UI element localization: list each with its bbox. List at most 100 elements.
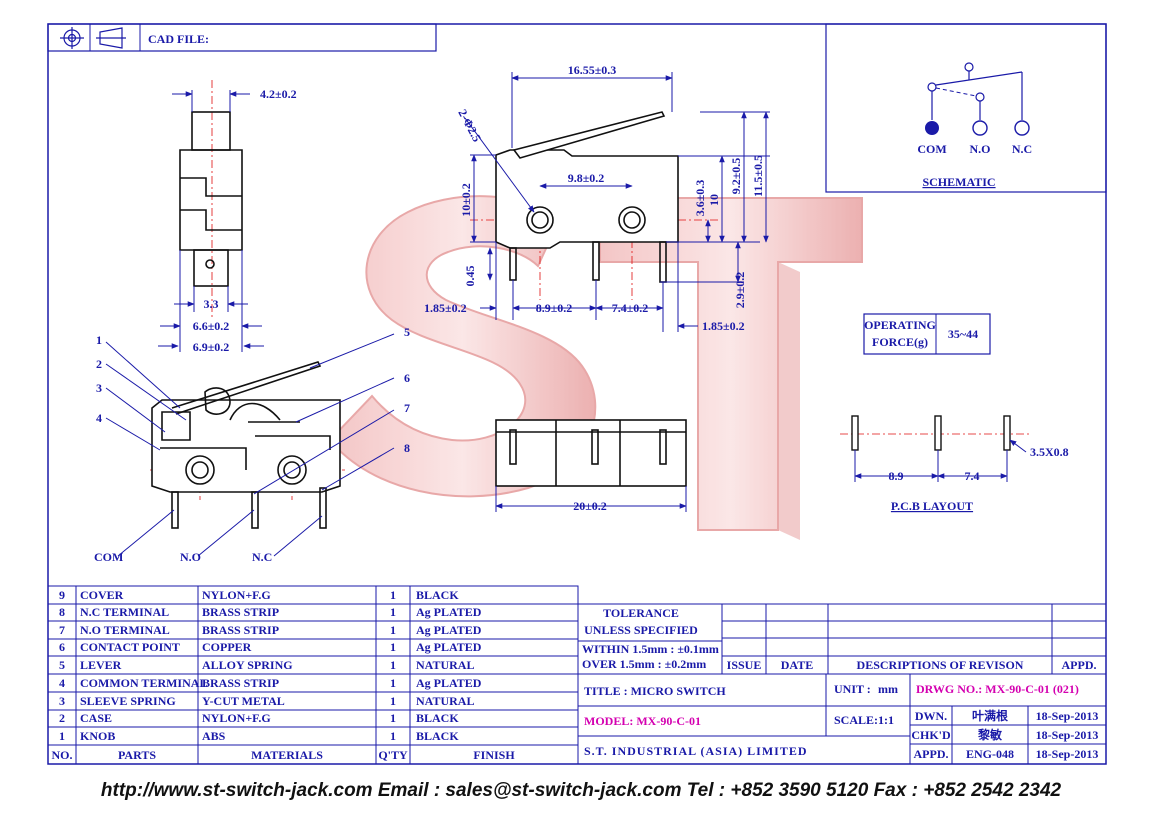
parts-cell-finish: Ag PLATED — [416, 623, 482, 637]
operating-force-box — [863, 313, 991, 355]
chk-name: 黎敏 — [978, 727, 1003, 742]
parts-table-grid — [47, 585, 579, 765]
operating-force-label-2: FORCE(g) — [872, 335, 928, 349]
title-block-grid — [577, 603, 1107, 765]
parts-cell-qty: 1 — [390, 588, 396, 602]
dwn-label: DWN. — [915, 709, 947, 723]
appd-name: ENG-048 — [966, 747, 1014, 761]
parts-cell-material: BRASS STRIP — [202, 676, 279, 690]
dim-side-3-3: 3.3 — [204, 297, 219, 311]
cad-header — [47, 23, 437, 52]
parts-cell-finish: Ag PLATED — [416, 605, 482, 619]
parts-cell-part: N.O TERMINAL — [80, 623, 170, 637]
projection-symbol-icon — [60, 27, 126, 49]
parts-cell-no: 4 — [59, 676, 65, 690]
parts-header-finish: FINISH — [473, 748, 515, 762]
parts-header-parts: PARTS — [118, 748, 156, 762]
parts-cell-part: CASE — [80, 711, 112, 725]
schematic-com-label: COM — [917, 142, 946, 156]
parts-cell-material: ALLOY SPRING — [202, 658, 293, 672]
parts-cell-material: COPPER — [202, 640, 252, 654]
dim-side-6-9: 6.9±0.2 — [193, 340, 230, 354]
unit-value: mm — [878, 682, 898, 696]
callout-5: 5 — [404, 325, 410, 339]
parts-cell-no: 2 — [59, 711, 65, 725]
revision-date: DATE — [781, 658, 813, 672]
parts-cell-part: SLEEVE SPRING — [80, 694, 176, 708]
parts-cell-qty: 1 — [390, 605, 396, 619]
parts-cell-no: 5 — [59, 658, 65, 672]
dim-3-6: 3.6±0.3 — [693, 180, 707, 217]
parts-cell-no: 8 — [59, 605, 65, 619]
callout-8: 8 — [404, 441, 410, 455]
front-view — [464, 72, 770, 332]
parts-cell-qty: 1 — [390, 658, 396, 672]
cad-file-label: CAD FILE: — [148, 32, 209, 46]
scale-label: SCALE: — [834, 713, 878, 727]
schematic-no-label: N.O — [970, 142, 991, 156]
terminal-com-label: COM — [94, 550, 123, 564]
parts-cell-qty: 1 — [390, 729, 396, 743]
callout-4: 4 — [96, 411, 102, 425]
parts-cell-finish: BLACK — [416, 729, 459, 743]
dim-pitch-7-4: 7.4±0.2 — [612, 301, 649, 315]
dim-pitch-8-9: 8.9±0.2 — [536, 301, 573, 315]
parts-header-qty: Q'TY — [378, 748, 408, 762]
revision-desc: DESCRIPTIONS OF REVISON — [857, 658, 1024, 672]
parts-cell-part: N.C TERMINAL — [80, 605, 169, 619]
nc-node-icon — [1014, 120, 1030, 136]
drawing-number: DRWG NO.: MX-90-C-01 (021) — [916, 682, 1079, 696]
unit-label: UNIT : — [834, 682, 871, 696]
dwn-name: 叶满根 — [972, 708, 1008, 723]
pcb-dim-8-9: 8.9 — [889, 469, 904, 483]
dim-bottom-20: 20±0.2 — [573, 499, 607, 513]
dim-side-4-2: 4.2±0.2 — [260, 87, 297, 101]
parts-cell-finish: Ag PLATED — [416, 676, 482, 690]
pcb-slot-size: 3.5X0.8 — [1030, 445, 1069, 459]
tolerance-l1: TOLERANCE — [603, 606, 679, 620]
contact-footer: http://www.st-switch-jack.com Email : sa… — [100, 780, 1062, 801]
parts-header-no: NO. — [52, 748, 73, 762]
callout-7: 7 — [404, 401, 410, 415]
dim-11-5: 11.5±0.5 — [751, 155, 765, 197]
parts-cell-finish: NATURAL — [416, 658, 474, 672]
parts-cell-part: COVER — [80, 588, 124, 602]
section-view — [105, 333, 395, 557]
terminal-no-label: N.O — [180, 550, 201, 564]
parts-cell-finish: BLACK — [416, 588, 459, 602]
dim-left-1-85: 1.85±0.2 — [424, 301, 467, 315]
dwn-date: 18-Sep-2013 — [1036, 709, 1099, 723]
pcb-dim-7-4: 7.4 — [965, 469, 980, 483]
appd-date: 18-Sep-2013 — [1036, 747, 1099, 761]
chk-date: 18-Sep-2013 — [1036, 728, 1099, 742]
dim-height-10: 10±0.2 — [459, 183, 473, 217]
title-text: TITLE : MICRO SWITCH — [584, 684, 726, 698]
parts-cell-no: 6 — [59, 640, 65, 654]
parts-cell-qty: 1 — [390, 711, 396, 725]
tolerance-l4: OVER 1.5mm : ±0.2mm — [582, 657, 706, 671]
parts-cell-part: LEVER — [80, 658, 122, 672]
operating-force-label-1: OPERATING — [864, 318, 936, 332]
dim-right-1-85: 1.85±0.2 — [702, 319, 745, 333]
dim-10: 10 — [707, 194, 721, 206]
parts-cell-part: KNOB — [80, 729, 115, 743]
operating-force-value: 35~44 — [948, 327, 978, 341]
dim-side-6-6: 6.6±0.2 — [193, 319, 230, 333]
parts-cell-no: 7 — [59, 623, 65, 637]
parts-cell-qty: 1 — [390, 623, 396, 637]
dim-2-9: 2.9±0.2 — [733, 272, 747, 309]
model-text: MODEL: MX-90-C-01 — [584, 714, 701, 728]
callout-1: 1 — [96, 333, 102, 347]
com-node-icon — [925, 121, 939, 135]
parts-cell-finish: Ag PLATED — [416, 640, 482, 654]
parts-cell-material: NYLON+F.G — [202, 588, 271, 602]
scale-value: 1:1 — [878, 713, 894, 727]
parts-cell-part: COMMON TERMINAL — [80, 676, 207, 690]
parts-header-materials: MATERIALS — [251, 748, 323, 762]
schematic-title: SCHEMATIC — [922, 175, 995, 189]
dim-hole-dia: 2-Φ2.5 — [455, 107, 484, 144]
schematic-nc-label: N.C — [1012, 142, 1032, 156]
parts-cell-material: NYLON+F.G — [202, 711, 271, 725]
watermark-st — [328, 195, 863, 540]
